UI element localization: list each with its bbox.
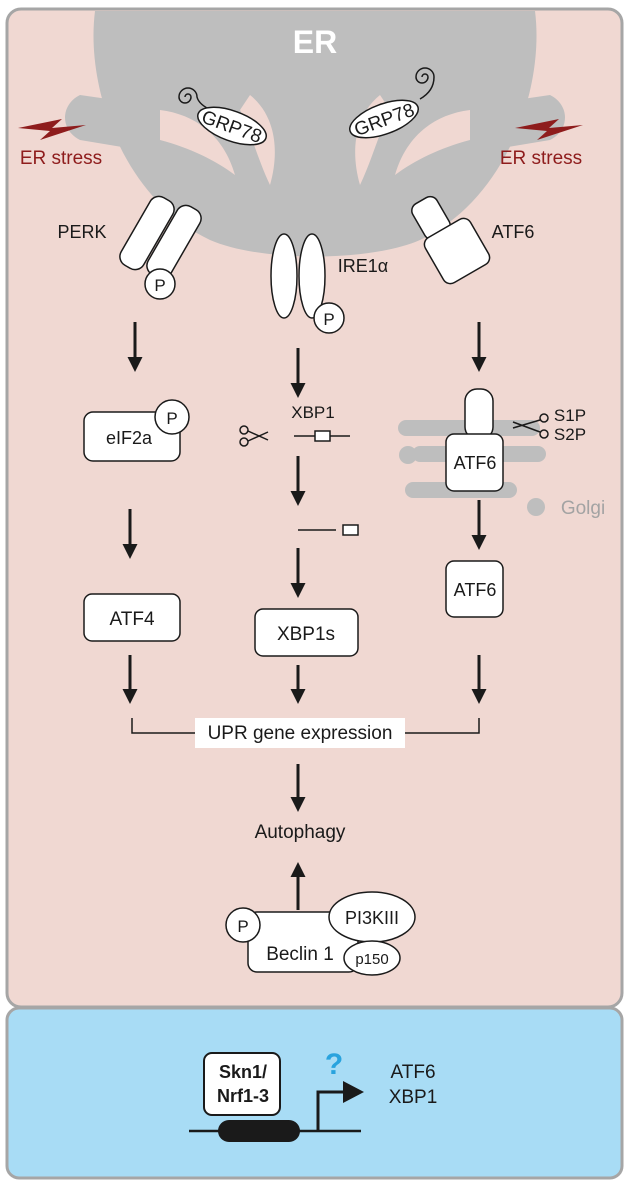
pi3k-label: PI3KIII (345, 908, 399, 928)
upr-bracket (131, 718, 480, 734)
atf6-nuclear-label: ATF6 (454, 580, 497, 600)
target-xbp1-label: XBP1 (389, 1087, 438, 1108)
promoter-arrow-icon (316, 1081, 364, 1131)
xbp1-label: XBP1 (291, 403, 334, 422)
autophagy-label: Autophagy (255, 822, 346, 843)
phospho-site (313, 302, 345, 334)
perk-sensor (119, 195, 202, 300)
er-membrane (65, 11, 565, 257)
eif2a-label: eIF2a (106, 428, 153, 448)
atf6-sensor (411, 195, 491, 285)
skn1-box (203, 1052, 281, 1116)
skn1-label-line1: Skn1/ (219, 1062, 267, 1082)
s1p-label: S1P (554, 406, 586, 425)
xbp1-spliced-mrna (298, 524, 359, 536)
skn1-label-line2: Nrf1-3 (217, 1086, 269, 1106)
s2p-label: S2P (554, 425, 586, 444)
eif2a-phospho-label: P (166, 409, 177, 428)
phospho-site (144, 268, 176, 300)
ire1-sensor (270, 233, 345, 334)
er-stress-right: ER stress (500, 119, 583, 169)
er-stress-right-label: ER stress (500, 148, 582, 169)
beclin-phospho-label: P (237, 917, 248, 936)
beclin-label: Beclin 1 (266, 944, 334, 965)
eif2a-box (83, 399, 190, 462)
grp78-right: GRP78 (349, 67, 435, 141)
er-label: ER (293, 24, 337, 60)
promoter-element (218, 1120, 300, 1142)
xbp1-mrna (294, 430, 350, 442)
question-mark-icon: ? (325, 1048, 343, 1081)
atf4-box (83, 593, 181, 642)
er-stress-left-label: ER stress (20, 148, 102, 169)
lightning-bolt-icon (18, 119, 86, 140)
atf6-nuclear-box (445, 560, 504, 618)
nucleus-panel (5, 1006, 624, 1180)
atf4-label: ATF4 (109, 609, 154, 630)
atf6-golgi-protein (445, 388, 504, 492)
scissors-icon (239, 425, 269, 447)
atf6-golgi-label: ATF6 (454, 453, 497, 473)
upr-box (195, 718, 405, 748)
target-atf6-label: ATF6 (390, 1062, 435, 1083)
perk-phospho-label: P (154, 276, 165, 295)
upr-label: UPR gene expression (208, 723, 393, 744)
xbp1s-label: XBP1s (277, 624, 335, 645)
er-stress-left: ER stress (18, 119, 102, 169)
scissors-icon (512, 413, 549, 439)
golgi-label: Golgi (561, 498, 605, 519)
coil-icon (415, 67, 435, 100)
atf6-sensor-label: ATF6 (492, 222, 535, 242)
perk-label: PERK (57, 222, 106, 242)
coil-icon (178, 87, 214, 112)
lightning-bolt-icon (515, 119, 583, 140)
ire1-label: IRE1α (338, 256, 388, 276)
xbp1s-box (254, 608, 359, 657)
ire1-phospho-label: P (323, 310, 334, 329)
beclin-complex (225, 891, 416, 976)
p150-label: p150 (355, 951, 388, 968)
